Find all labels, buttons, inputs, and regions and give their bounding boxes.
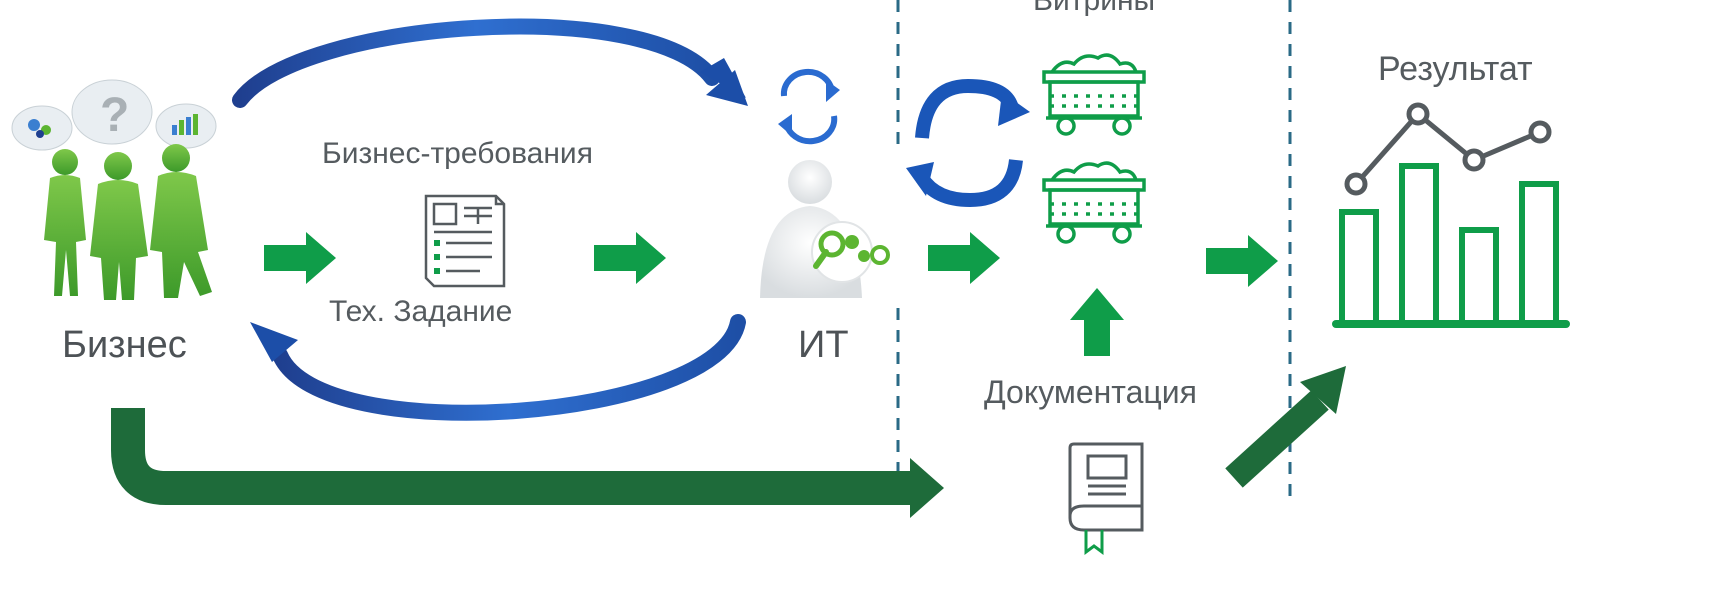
marts-label: Витрины xyxy=(1033,0,1156,17)
arrow-documentation-to-result xyxy=(1225,366,1346,488)
documentation-label: Документация xyxy=(984,374,1197,410)
arrow-marts-to-result xyxy=(1206,235,1278,287)
data-mart-icon-top xyxy=(1042,53,1146,136)
spec-label: Тех. Задание xyxy=(329,295,513,328)
sync-icon-small xyxy=(778,68,840,145)
requirements-label: Бизнес-требования xyxy=(322,137,593,170)
result-label: Результат xyxy=(1378,50,1533,88)
data-mart-icon-bottom xyxy=(1042,161,1146,244)
arc-arrow-top xyxy=(232,18,748,108)
sync-icon-large xyxy=(906,78,1030,208)
arc-arrow-bottom xyxy=(250,314,746,421)
arrow-it-to-marts xyxy=(928,232,1000,284)
business-label: Бизнес xyxy=(62,324,187,366)
business-people-icon: ? xyxy=(11,79,217,300)
arrow-docs-up xyxy=(1070,288,1124,356)
documentation-book-icon xyxy=(1068,442,1144,555)
document-icon xyxy=(424,194,506,288)
arrow-requirements-to-it xyxy=(594,232,666,284)
it-person-icon xyxy=(730,150,920,298)
arrow-business-to-requirements xyxy=(264,232,336,284)
result-chart-icon xyxy=(1332,102,1570,328)
it-label: ИТ xyxy=(798,324,849,366)
svg-text:?: ? xyxy=(100,89,129,142)
arrow-business-to-documentation xyxy=(111,408,944,518)
